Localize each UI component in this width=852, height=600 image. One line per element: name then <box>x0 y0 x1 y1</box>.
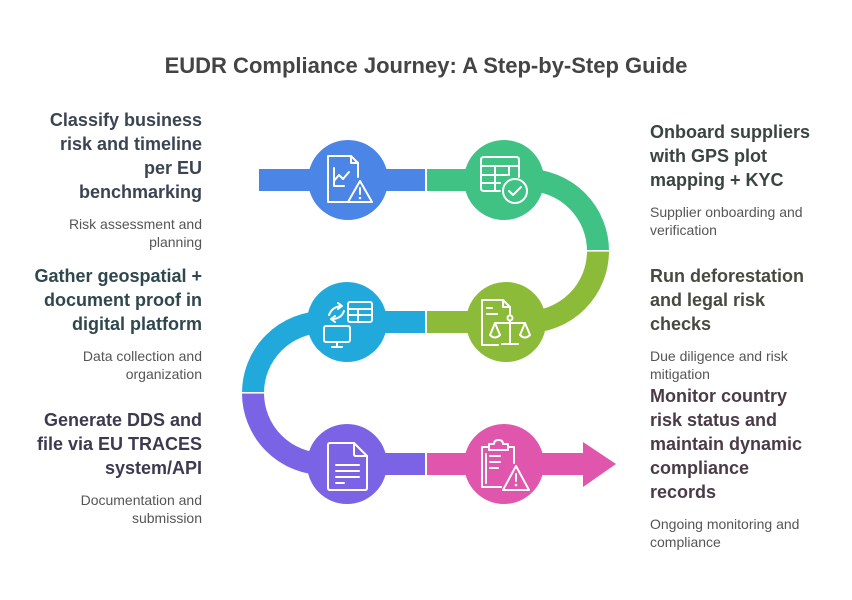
page-title: EUDR Compliance Journey: A Step-by-Step … <box>164 53 688 78</box>
step-4-subtitle: Data collection and organization <box>0 347 202 383</box>
step-1-node <box>308 140 388 220</box>
subtitle-line: Due diligence and risk <box>650 348 788 364</box>
heading-line: Generate DDS and <box>43 410 202 430</box>
step-4-heading: Gather geospatial + document proof in di… <box>0 264 202 336</box>
step-1-text: Classify business risk and timeline per … <box>0 108 202 251</box>
heading-line: document proof in <box>44 290 202 310</box>
document-scales-icon <box>481 299 531 346</box>
heading-line: system/API <box>104 458 202 478</box>
step-2-node <box>464 140 544 220</box>
step-2-heading: Onboard suppliers with GPS plot mapping … <box>650 120 845 192</box>
heading-line: risk and timeline <box>59 134 202 154</box>
heading-line: digital platform <box>72 314 202 334</box>
heading-line: compliance <box>650 458 750 478</box>
clipboard-warning-icon <box>481 439 530 491</box>
subtitle-line: Risk assessment and <box>68 216 202 232</box>
heading-line: mapping + KYC <box>650 170 784 190</box>
arrow-head <box>583 442 616 487</box>
segment-separator <box>585 250 612 252</box>
subtitle-line: organization <box>125 366 202 382</box>
heading-line: and legal risk <box>650 290 766 310</box>
step-5-heading: Generate DDS and file via EU TRACES syst… <box>0 408 202 480</box>
subtitle-line: submission <box>131 510 202 526</box>
chart-warning-document-icon <box>327 155 373 203</box>
step-1-subtitle: Risk assessment and planning <box>0 215 202 251</box>
heading-line: maintain dynamic <box>650 434 803 454</box>
heading-line: per EU <box>143 158 202 178</box>
subtitle-line: planning <box>149 234 202 250</box>
subtitle-line: compliance <box>650 534 721 550</box>
heading-line: Classify business <box>49 110 202 130</box>
step-4-text: Gather geospatial + document proof in di… <box>0 264 202 383</box>
step-3-heading: Run deforestation and legal risk checks <box>650 264 845 336</box>
document-icon <box>327 442 368 491</box>
subtitle-line: Supplier onboarding and <box>650 204 803 220</box>
heading-line: checks <box>650 314 712 334</box>
step-6-subtitle: Ongoing monitoring and compliance <box>650 515 845 551</box>
data-sync-monitor-icon <box>323 301 373 348</box>
heading-line: with GPS plot <box>650 146 767 166</box>
heading-line: records <box>650 482 717 502</box>
heading-line: risk status and <box>650 410 778 430</box>
subtitle-line: verification <box>650 222 717 238</box>
step-2-subtitle: Supplier onboarding and verification <box>650 203 845 239</box>
step-6-text: Monitor country risk status and maintain… <box>650 384 845 551</box>
subtitle-line: Ongoing monitoring and <box>650 516 800 532</box>
step-3-subtitle: Due diligence and risk mitigation <box>650 347 845 383</box>
step-3-text: Run deforestation and legal risk checks … <box>650 264 845 383</box>
segment-separator <box>425 167 427 193</box>
segment-separator <box>425 309 427 335</box>
step-6-heading: Monitor country risk status and maintain… <box>650 384 845 504</box>
heading-line: Onboard suppliers <box>650 122 811 142</box>
heading-line: Run deforestation <box>650 266 805 286</box>
heading-line: Monitor country <box>650 386 787 406</box>
subtitle-line: mitigation <box>650 366 710 382</box>
heading-line: benchmarking <box>78 182 202 202</box>
step-5-text: Generate DDS and file via EU TRACES syst… <box>0 408 202 527</box>
segment-separator <box>239 392 266 394</box>
step-2-text: Onboard suppliers with GPS plot mapping … <box>650 120 845 239</box>
step-5-subtitle: Documentation and submission <box>0 491 202 527</box>
step-4-node <box>307 282 387 362</box>
table-check-icon <box>480 156 528 204</box>
heading-line: file via EU TRACES <box>36 434 202 454</box>
step-1-heading: Classify business risk and timeline per … <box>0 108 202 204</box>
subtitle-line: Data collection and <box>82 348 202 364</box>
segment-separator <box>425 451 427 477</box>
heading-line: Gather geospatial + <box>34 266 202 286</box>
subtitle-line: Documentation and <box>80 492 202 508</box>
step-6-node <box>464 424 544 504</box>
